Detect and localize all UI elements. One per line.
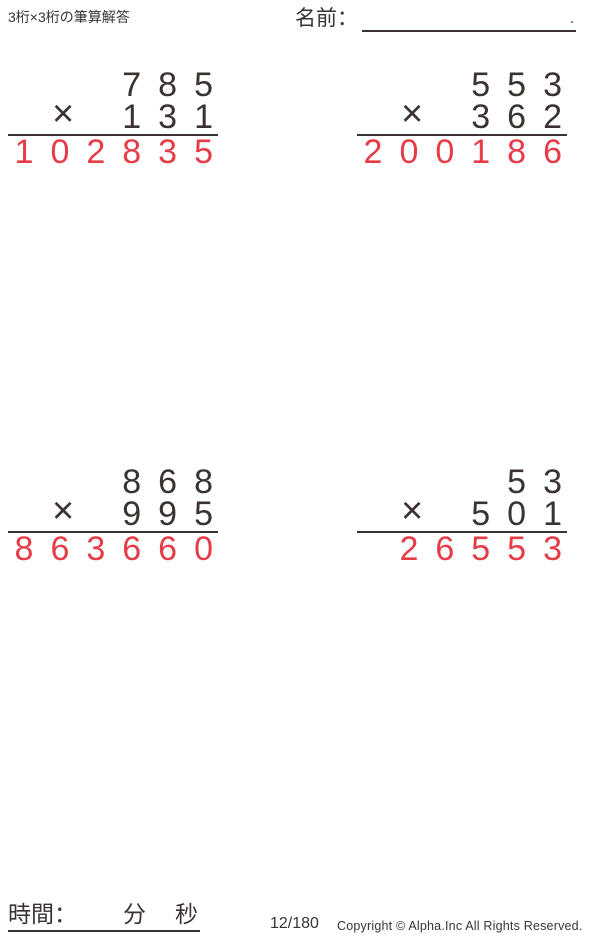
- problem-1-answer-line: [8, 134, 218, 136]
- page-title: 3桁×3桁の筆算解答: [8, 9, 130, 25]
- name-field: 名前： .: [295, 6, 576, 32]
- problem-2-multiplicand: 553: [471, 66, 579, 104]
- multiply-sign-icon: ×: [401, 490, 424, 532]
- problem-2-answer: 200186: [363, 133, 579, 171]
- name-label: 名前：: [295, 7, 358, 30]
- problem-4-multiplier: 501: [471, 495, 579, 533]
- problem-2: 553 × 362 200186: [357, 68, 567, 169]
- problem-1: 785 × 131 102835: [8, 68, 218, 169]
- problem-4: 53 × 501 26553: [357, 465, 567, 566]
- problem-2-multiplier-row: × 362: [357, 93, 579, 136]
- multiply-sign-icon: ×: [52, 93, 75, 135]
- problem-3-multiplier-row: × 995: [8, 490, 230, 533]
- problem-3: 868 × 995 863660: [8, 465, 218, 566]
- copyright-notice: Copyright © Alpha.Inc All Rights Reserve…: [337, 919, 583, 933]
- problem-2-multiplier: 362: [471, 98, 579, 136]
- name-line-end-dot: .: [569, 10, 574, 27]
- problem-3-answer-line: [8, 531, 218, 533]
- problem-3-multiplicand: 868: [122, 463, 230, 501]
- page-number: 12/180: [270, 915, 319, 932]
- multiply-sign-icon: ×: [52, 490, 75, 532]
- problem-3-multiplier: 995: [122, 495, 230, 533]
- problem-2-answer-line: [357, 134, 567, 136]
- seconds-unit-label: 秒: [175, 901, 198, 927]
- problem-4-multiplicand: 53: [507, 463, 579, 501]
- problem-1-multiplicand: 785: [122, 66, 230, 104]
- problem-1-multiplier: 131: [122, 98, 230, 136]
- problem-4-multiplier-row: × 501: [357, 490, 579, 533]
- problem-1-multiplier-row: × 131: [8, 93, 230, 136]
- problem-4-answer: 26553: [399, 530, 579, 568]
- time-field: 時間： 分 秒: [8, 901, 200, 932]
- problem-4-answer-line: [357, 531, 567, 533]
- multiply-sign-icon: ×: [401, 93, 424, 135]
- time-label: 時間：: [8, 901, 77, 927]
- problem-1-answer: 102835: [14, 133, 230, 171]
- problem-3-answer: 863660: [14, 530, 230, 568]
- name-blank-line: .: [362, 6, 576, 32]
- minutes-unit-label: 分: [123, 901, 146, 927]
